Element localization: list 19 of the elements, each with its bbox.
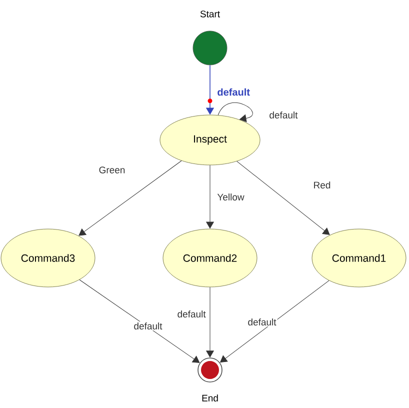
state-label: End: [202, 394, 218, 402]
arrow: [206, 164, 214, 229]
arrow: [206, 286, 214, 358]
edge-label: default: [218, 88, 250, 96]
edge-label: Green: [99, 166, 125, 174]
end-state: [198, 358, 222, 382]
arrow: [79, 280, 200, 363]
arrow: [78, 160, 182, 236]
edge-label: default: [134, 322, 162, 330]
state-label: Start: [200, 10, 220, 18]
arrow: [218, 102, 253, 122]
edge-label: default: [178, 310, 206, 318]
edge-label: Red: [314, 182, 330, 188]
edge-label: default: [248, 318, 276, 326]
edge-label: Yellow: [217, 194, 244, 200]
arrow: [236, 161, 330, 235]
edge-label: default: [270, 112, 298, 118]
start-state: [192, 30, 228, 66]
arrow: [220, 280, 330, 362]
